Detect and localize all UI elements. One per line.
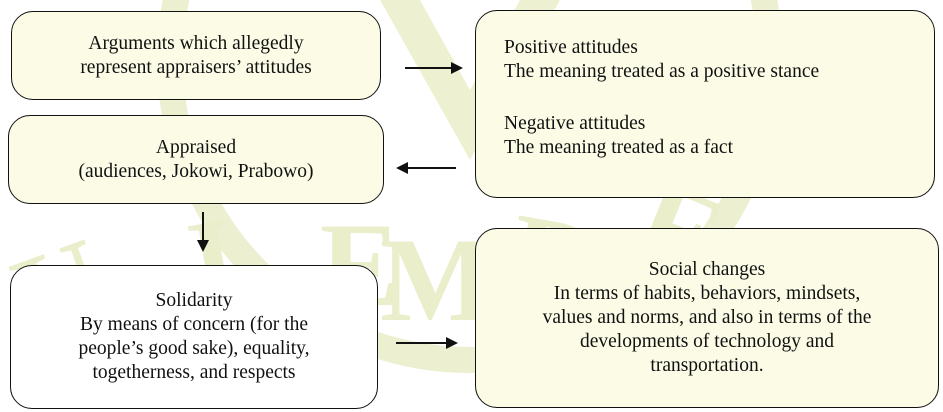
arguments-line-1: Arguments which allegedly (88, 32, 304, 54)
social-changes-line-3: values and norms, and also in terms of t… (542, 307, 872, 328)
solidarity-line-2: By means of concern (for the (80, 314, 308, 335)
positive-attitudes-title: Positive attitudes (504, 37, 638, 58)
negative-attitudes-text: The meaning treated as a fact (504, 137, 734, 158)
solidarity-line-1: Solidarity (155, 290, 233, 311)
negative-attitudes-title: Negative attitudes (504, 113, 646, 134)
arguments-box: Arguments which allegedly represent appr… (11, 11, 381, 100)
social-changes-box: Social changes In terms of habits, behav… (475, 228, 939, 408)
appraised-line-1: Appraised (155, 136, 237, 158)
arrow-left-middle (396, 162, 456, 174)
solidarity-box: Solidarity By means of concern (for the … (10, 265, 378, 409)
attitudes-box: Positive attitudes The meaning treated a… (475, 10, 935, 198)
social-changes-line-5: transportation. (650, 355, 764, 376)
solidarity-line-3: people’s good sake), equality, (78, 338, 310, 359)
arrow-right-top (405, 62, 463, 74)
appraised-box: Appraised (audiences, Jokowi, Prabowo) (8, 115, 384, 204)
solidarity-line-4: togetherness, and respects (92, 362, 296, 383)
social-changes-line-4: developments of technology and (580, 331, 834, 352)
arrow-down (197, 212, 209, 252)
social-changes-line-1: Social changes (648, 259, 766, 280)
positive-attitudes-text: The meaning treated as a positive stance (504, 61, 820, 82)
arguments-line-2: represent appraisers’ attitudes (80, 56, 312, 78)
appraised-line-2: (audiences, Jokowi, Prabowo) (78, 160, 314, 182)
arrow-right-bottom (396, 337, 458, 349)
social-changes-line-2: In terms of habits, behaviors, mindsets, (553, 283, 861, 304)
